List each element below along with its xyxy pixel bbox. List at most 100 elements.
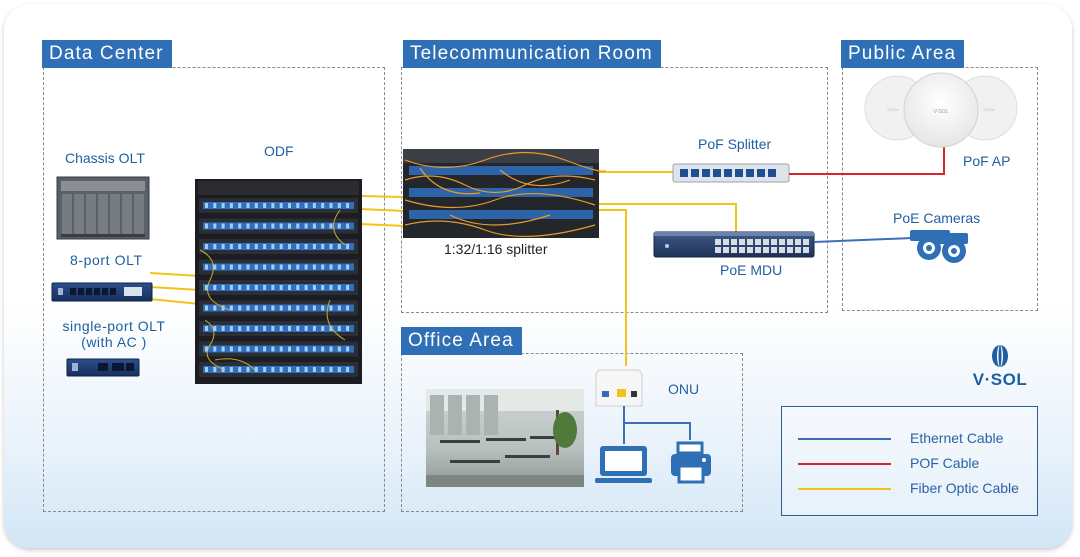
pof-port	[724, 169, 732, 177]
odf-port	[246, 346, 250, 352]
odf-port	[254, 367, 258, 372]
legend-row-ethernet: Ethernet Cable	[782, 429, 1037, 449]
odf-ports	[203, 243, 354, 250]
label-olt-8port: 8-port OLT	[70, 252, 143, 268]
odf-port	[329, 244, 333, 249]
odf-port	[271, 305, 275, 311]
legend-line-fiber	[798, 488, 891, 490]
legend-box: Ethernet Cable POF Cable Fiber Optic Cab…	[781, 406, 1038, 516]
odf-port	[238, 285, 242, 290]
odf-port	[221, 264, 225, 270]
logo-text: V·SOL	[972, 370, 1028, 389]
odf-port	[263, 244, 267, 249]
odf-port	[221, 285, 225, 290]
pof-ap-icon: V-SOL V-SOL V-SOL	[864, 72, 1018, 148]
odf-ports	[203, 325, 354, 332]
odf-port	[279, 244, 283, 249]
odf-port	[321, 223, 325, 229]
odf-port	[288, 326, 291, 331]
odf-port	[229, 244, 233, 249]
odf-port	[254, 346, 258, 352]
odf-port	[288, 244, 291, 249]
legend-row-pof: POF Cable	[782, 454, 1037, 474]
odf-port	[238, 305, 242, 311]
odf-port	[271, 326, 275, 331]
odf-port	[238, 367, 242, 372]
vsol-logo-icon	[992, 345, 1008, 367]
odf-port	[254, 203, 258, 208]
pof-port	[713, 169, 721, 177]
odf-port	[337, 367, 341, 372]
odf-port	[221, 244, 225, 249]
odf-port	[312, 244, 316, 249]
odf-port	[246, 326, 250, 331]
pof-port	[680, 169, 688, 177]
zone-office-area	[401, 353, 743, 512]
odf-port	[246, 203, 250, 208]
odf-port	[213, 223, 217, 229]
odf-port	[213, 367, 217, 372]
odf-port	[337, 285, 341, 290]
odf-port	[205, 203, 208, 208]
mdu-port	[787, 247, 793, 253]
odf-port	[312, 346, 316, 352]
odf-ports	[203, 366, 354, 373]
label-splitter: 1:32/1:16 splitter	[444, 241, 548, 257]
odf-port	[205, 264, 208, 270]
odf-ports	[203, 202, 354, 209]
mdu-port	[779, 239, 785, 245]
vsol-logo: V·SOL	[962, 344, 1042, 392]
odf-port	[213, 285, 217, 290]
zone-title-data-center: Data Center	[42, 40, 172, 68]
mdu-port	[731, 239, 737, 245]
odf-port	[263, 367, 267, 372]
pof-port	[735, 169, 743, 177]
odf-ports	[203, 263, 354, 271]
mdu-port	[763, 247, 769, 253]
odf-port	[329, 223, 333, 229]
odf-port	[229, 264, 233, 270]
odf-port	[321, 326, 325, 331]
pof-port	[691, 169, 699, 177]
odf-port	[221, 223, 225, 229]
odf-ports	[203, 345, 354, 353]
odf-port	[279, 223, 283, 229]
odf-port	[271, 223, 275, 229]
printer-icon	[671, 441, 711, 484]
mdu-port	[803, 239, 809, 245]
mdu-port	[755, 239, 761, 245]
odf-port	[221, 203, 225, 208]
odf-port	[312, 285, 316, 290]
odf-port	[329, 305, 333, 311]
odf-port	[337, 223, 341, 229]
odf-port	[238, 346, 242, 352]
mdu-port	[795, 247, 801, 253]
odf-port	[254, 326, 258, 331]
odf-port	[205, 346, 208, 352]
odf-port	[312, 223, 316, 229]
odf-port	[221, 326, 225, 331]
olt-single-icon	[66, 358, 140, 377]
mdu-port	[723, 247, 729, 253]
odf-port	[312, 203, 316, 208]
odf-port	[296, 305, 300, 311]
odf-port	[288, 346, 291, 352]
odf-port	[271, 346, 275, 352]
odf-port	[263, 223, 267, 229]
label-onu: ONU	[668, 381, 700, 397]
odf-port	[296, 285, 300, 290]
odf-port	[346, 203, 350, 208]
odf-port	[288, 285, 291, 290]
odf-port	[288, 305, 291, 311]
ethernet-cable-onu	[623, 406, 691, 444]
mdu-port	[747, 247, 753, 253]
odf-port	[329, 264, 333, 270]
odf-port	[329, 285, 333, 290]
pof-splitter-icon	[672, 163, 790, 183]
splitter-rack-icon	[403, 149, 606, 238]
odf-port	[346, 223, 350, 229]
odf-port	[263, 346, 267, 352]
odf-port	[288, 223, 291, 229]
